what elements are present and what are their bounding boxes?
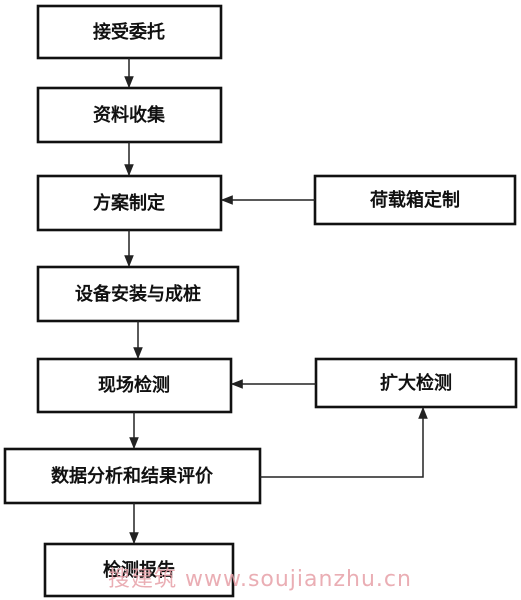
node-load-box: 荷载箱定制: [313, 174, 517, 226]
node-field-test: 现场检测: [36, 357, 233, 414]
node-analysis: 数据分析和结果评价: [3, 447, 262, 505]
node-expand-test-label: 扩大检测: [380, 372, 452, 394]
node-collect: 资料收集: [36, 86, 223, 144]
node-accept-label: 接受委托: [93, 21, 165, 43]
node-collect-label: 资料收集: [93, 104, 166, 126]
node-field-test-label: 现场检测: [98, 374, 170, 396]
node-plan: 方案制定: [36, 174, 223, 232]
node-expand-test: 扩大检测: [314, 357, 518, 409]
node-install-label: 设备安装与成桩: [75, 283, 201, 305]
node-report-label: 检测报告: [103, 559, 175, 581]
arrow-analysis-to-expand-test: [260, 406, 428, 478]
node-install: 设备安装与成桩: [36, 265, 240, 323]
node-plan-label: 方案制定: [93, 192, 165, 214]
node-accept: 接受委托: [36, 4, 223, 60]
node-load-box-label: 荷载箱定制: [370, 189, 460, 211]
node-analysis-label: 数据分析和结果评价: [51, 465, 214, 487]
watermark: 搜建筑 www.soujianzhu.cn: [108, 567, 412, 592]
node-report: 检测报告: [43, 542, 235, 598]
